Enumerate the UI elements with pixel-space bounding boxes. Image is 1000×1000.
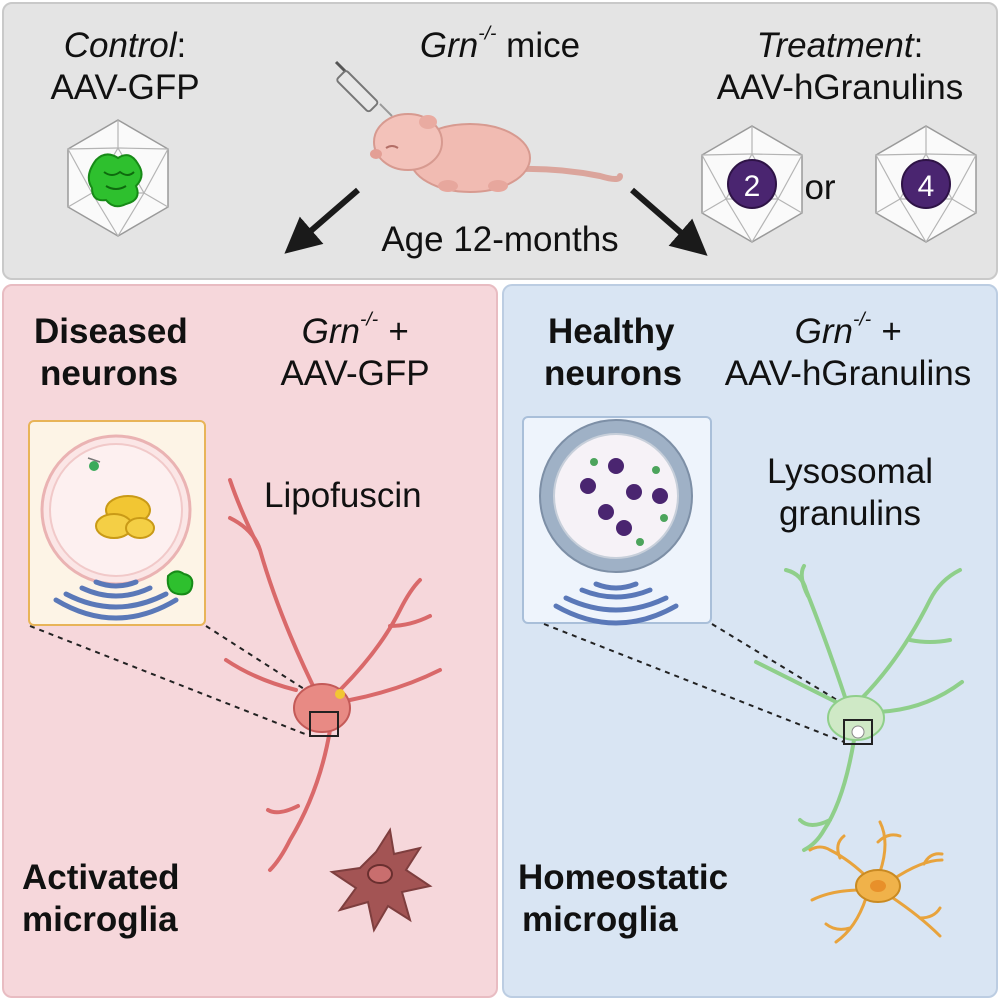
zoom-box-right-icon <box>843 719 873 745</box>
diseased-neuron-icon <box>224 478 442 872</box>
zoom-lines-right <box>543 623 871 743</box>
healthy-label-line1: Healthy <box>548 312 675 351</box>
syringe-icon <box>334 60 393 117</box>
granulin-lysosome-icon <box>539 419 693 573</box>
lipofuscin-label: Lipofuscin <box>264 476 422 515</box>
diseased-label-line2: neurons <box>40 354 179 393</box>
lysosomal-label-line1: Lysosomal <box>767 452 933 491</box>
age-label: Age 12-months <box>381 220 619 259</box>
zoom-box-left-icon <box>309 711 339 737</box>
activated-microglia-icon <box>329 827 433 933</box>
lipofuscin-lysosome-icon <box>40 434 192 586</box>
granulin-2-capsid-icon <box>701 125 803 243</box>
diseased-group-label: Grn-/- + <box>301 309 409 351</box>
or-label: or <box>804 168 836 207</box>
lysosomal-label-line2: granulins <box>778 494 922 533</box>
healthy-neuron-soma-icon <box>827 695 885 741</box>
diseased-group-vector: AAV-GFP <box>280 354 430 393</box>
control-label: Control: <box>63 26 187 65</box>
homeostatic-microglia-line1: Homeostatic <box>518 858 729 897</box>
granulin-option-4: 4 <box>918 170 935 203</box>
gfp-capsid-icon <box>67 119 169 237</box>
activated-microglia-line1: Activated <box>22 858 180 897</box>
granulin-4-capsid-icon <box>875 125 977 243</box>
diseased-label-line1: Diseased <box>34 312 188 351</box>
arrow-to-treatment-icon <box>630 187 708 256</box>
mouse-pup-icon <box>370 113 623 193</box>
mice-label: Grn-/- mice <box>419 23 581 65</box>
control-title: Control <box>63 26 177 65</box>
lipofuscin-dot-icon <box>335 689 345 699</box>
homeostatic-microglia-line2: microglia <box>522 900 678 939</box>
treatment-title: Treatment <box>756 26 914 65</box>
healthy-group-vector: AAV-hGranulins <box>724 354 972 393</box>
healthy-group-label: Grn-/- + <box>794 309 902 351</box>
golgi-icon-left <box>53 579 179 621</box>
arrow-to-control-icon <box>284 187 360 254</box>
activated-microglia-line2: microglia <box>22 900 178 939</box>
golgi-icon-right <box>553 581 679 626</box>
treatment-vector: AAV-hGranulins <box>716 68 964 107</box>
granulin-option-2: 2 <box>744 170 761 203</box>
gfp-aggregate-icon <box>166 570 194 596</box>
healthy-neuron-icon <box>754 564 964 852</box>
control-vector: AAV-GFP <box>50 68 200 107</box>
treatment-label: Treatment: <box>756 26 924 65</box>
healthy-label-line2: neurons <box>544 354 683 393</box>
